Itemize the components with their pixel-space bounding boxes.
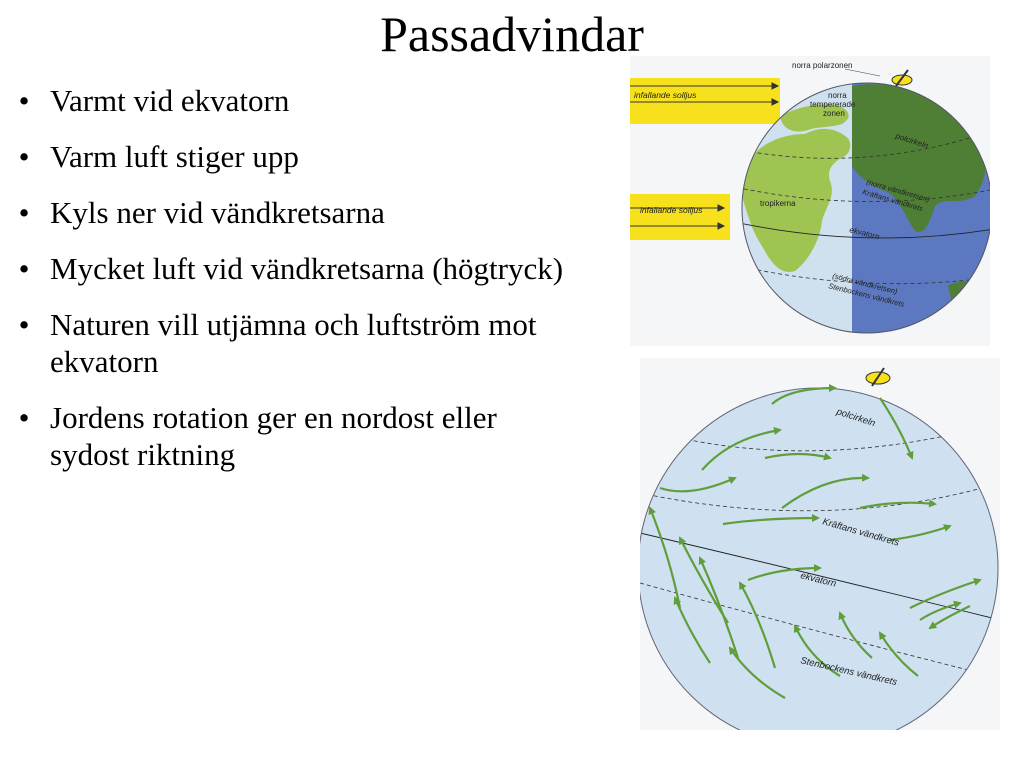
sunlight-label-top: infallande solljus [634, 90, 697, 100]
rotation-axis-icon [891, 69, 913, 87]
rotation-axis-icon [865, 367, 891, 387]
label-north-temperate-2: tempererade [810, 100, 856, 109]
bullet-text: Varmt vid ekvatorn [50, 83, 290, 118]
bullet-dot-icon: • [18, 83, 30, 118]
land-arabia-night [852, 135, 859, 166]
sunlight-globe-diagram: infallande solljus infallande solljus [630, 56, 990, 346]
sunlight-band-top [630, 78, 780, 124]
bullet-item: • Jordens rotation ger en nordost eller s… [14, 399, 574, 473]
label-north-polar-zone: norra polarzonen [792, 61, 852, 70]
bullet-item: • Naturen vill utjämna och luftström mot … [14, 306, 574, 380]
land-asia-night [852, 84, 986, 232]
bullet-item: • Kyls ner vid vändkretsarna [14, 194, 574, 231]
wind-arrows [648, 384, 982, 699]
tropic-south-line [640, 582, 998, 679]
bullet-dot-icon: • [18, 139, 30, 174]
label-north-temperate-1: norra [828, 91, 847, 100]
land-europe [780, 104, 849, 132]
trade-winds-globe-diagram: polcirkeln Kräftans vändkrets ekvatorn S… [640, 358, 1000, 730]
bullet-dot-icon: • [18, 251, 30, 286]
tropic-north-line [742, 185, 990, 202]
bullet-text: Varm luft stiger upp [50, 139, 299, 174]
sunlight-band-bottom [630, 194, 730, 240]
label-north-temperate-3: zonen [823, 109, 845, 118]
bullet-text: Kyls ner vid vändkretsarna [50, 195, 385, 230]
bullet-item: • Mycket luft vid vändkretsarna (högtryck… [14, 250, 574, 287]
bullet-text: Naturen vill utjämna och luftström mot e… [50, 307, 537, 379]
bullet-text: Mycket luft vid vändkretsarna (högtryck) [50, 251, 564, 286]
bullet-dot-icon: • [18, 400, 30, 435]
bullet-text: Jordens rotation ger en nordost eller sy… [50, 400, 497, 472]
label-tropics: tropikerna [760, 199, 796, 208]
equator-line [742, 220, 990, 239]
sunlight-arrows [630, 82, 780, 230]
slide-title: Passadvindar [380, 6, 644, 62]
bullet-list: • Varmt vid ekvatorn • Varm luft stiger up… [14, 82, 574, 492]
sunlight-label-bottom: infallande solljus [640, 205, 703, 215]
bullet-dot-icon: • [18, 307, 30, 342]
bullet-item: • Varmt vid ekvatorn [14, 82, 574, 119]
polar-circle-line [679, 427, 981, 452]
tropic-north-line [640, 482, 998, 512]
polar-circle-line [742, 127, 990, 159]
bullet-item: • Varm luft stiger upp [14, 138, 574, 175]
tropic-south-line [742, 263, 990, 285]
land-africa [742, 128, 851, 272]
bullet-dot-icon: • [18, 195, 30, 230]
label-leader-line [844, 68, 881, 77]
